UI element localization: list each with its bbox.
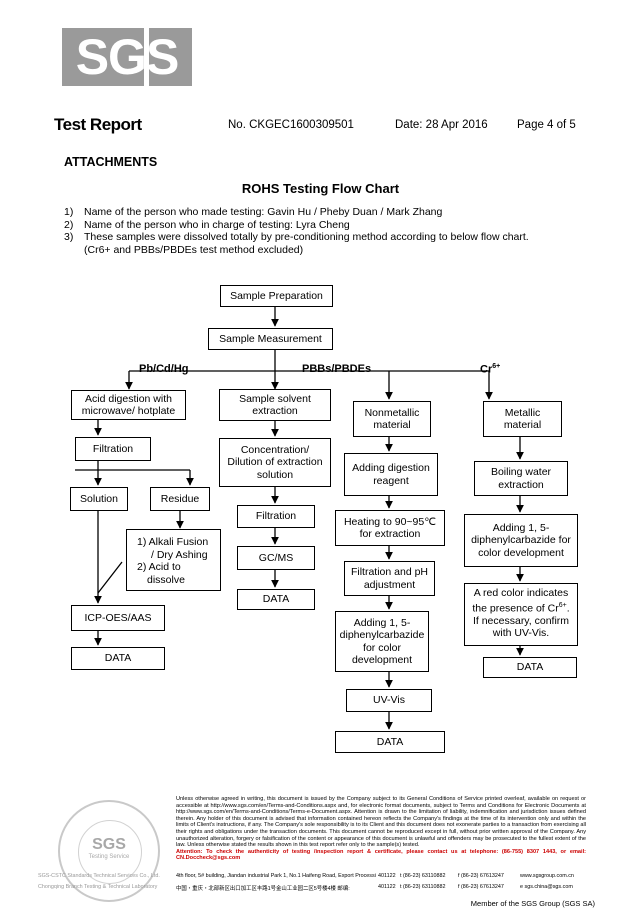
filtration-box-2: Filtration: [237, 505, 315, 528]
boiling-water-box: Boiling water extraction: [474, 461, 568, 496]
seal-footer-line-2: Chongqing Branch Testing & Technical Lab…: [38, 884, 158, 890]
address-email: e sgs.china@sgs.com: [520, 884, 573, 890]
data-box: DATA: [71, 647, 165, 670]
address-tel-en: t (86-23) 63110882: [400, 873, 446, 879]
authenticity-notice: Attention: To check the authenticity of …: [176, 848, 586, 862]
sgs-logo: SGS: [62, 28, 192, 86]
data-box-2: DATA: [237, 589, 315, 610]
data-box-4: DATA: [483, 657, 577, 678]
note-item: 1)Name of the person who made testing: G…: [64, 206, 443, 218]
address-zip-en: 401122: [378, 873, 396, 879]
seal-text: SGS: [92, 836, 126, 853]
note-item: 2)Name of the person who in charge of te…: [64, 218, 350, 231]
report-date: Date: 28 Apr 2016: [395, 119, 488, 131]
address-fax-en: f (86-23) 67613247: [458, 873, 504, 879]
footer-disclaimer: Unless otherwise agreed in writing, this…: [176, 796, 586, 862]
address-website: www.sgsgroup.com.cn: [520, 873, 574, 879]
solvent-extraction-box: Sample solvent extraction: [219, 389, 331, 421]
nonmetallic-material-box: Nonmetallic material: [353, 401, 431, 437]
address-tel-cn: t (86-23) 63110882: [400, 884, 446, 890]
notes-list: 1)Name of the person who made testing: G…: [64, 206, 529, 256]
note-item: (Cr6+ and PBBs/PBDEs test method exclude…: [84, 243, 304, 256]
sample-measurement-box: Sample Measurement: [208, 328, 333, 350]
adding-digestion-reagent-box: Adding digestion reagent: [344, 453, 438, 496]
branch-label-cr: Cr6+: [480, 363, 501, 376]
member-of-sgs-group: Member of the SGS Group (SGS SA): [470, 899, 595, 908]
heating-extraction-box: Heating to 90~95℃ for extraction: [335, 510, 445, 546]
address-cn: 中国・重庆・北部新区出口加工区丰路1号金山工业园二区5号楼4楼 邮编:: [176, 886, 350, 892]
uv-vis-box: UV-Vis: [346, 689, 432, 712]
diphenylcarbazide-box-2: Adding 1, 5-diphenylcarbazide for color …: [464, 514, 578, 567]
seal-inner-ring: [78, 820, 142, 884]
address-fax-cn: f (86-23) 67613247: [458, 884, 504, 890]
report-number: No. CKGEC1600309501: [228, 119, 354, 131]
solution-box: Solution: [70, 487, 128, 511]
red-color-box: A red color indicates the presence of Cr…: [464, 583, 578, 646]
seal-footer-line-1: SGS-CSTC Standards Technical Services Co…: [38, 873, 160, 879]
data-box-3: DATA: [335, 731, 445, 753]
sample-preparation-box: Sample Preparation: [220, 285, 333, 307]
report-title: Test Report: [54, 115, 142, 134]
residue-box: Residue: [150, 487, 210, 511]
icp-oes-aas-box: ICP-OES/AAS: [71, 605, 165, 631]
filtration-box: Filtration: [75, 437, 151, 461]
filtration-ph-box: Filtration and pH adjustment: [344, 561, 435, 596]
attachments-heading: ATTACHMENTS: [64, 155, 158, 169]
gcms-box: GC/MS: [237, 546, 315, 570]
logo-text: SGS: [75, 29, 180, 85]
branch-label-metals: Pb/Cd/Hg: [139, 363, 189, 375]
flow-chart-title: ROHS Testing Flow Chart: [241, 181, 400, 196]
metallic-material-box: Metallic material: [483, 401, 562, 437]
address-en: 4th floor, 5# building, Jiandan industri…: [176, 873, 376, 879]
logo-divider: [144, 28, 149, 86]
alkali-fusion-box: 1) Alkali Fusion / Dry Ashing 2) Acid to…: [126, 529, 221, 591]
page-number: Page 4 of 5: [517, 119, 576, 131]
sgs-seal: SGS Testing Service: [58, 800, 160, 902]
seal-subtext: Testing Service: [88, 854, 130, 860]
address-zip-cn: 401122: [378, 884, 396, 890]
diphenylcarbazide-box: Adding 1, 5-diphenylcarbazide for color …: [335, 611, 429, 672]
branch-label-pbb: PBBs/PBDEs: [302, 363, 372, 375]
note-item: 3)These samples were dissolved totally b…: [64, 231, 529, 243]
concentration-box: Concentration/ Dilution of extraction so…: [219, 438, 331, 487]
acid-digestion-box: Acid digestion with microwave/ hotplate: [71, 390, 186, 420]
